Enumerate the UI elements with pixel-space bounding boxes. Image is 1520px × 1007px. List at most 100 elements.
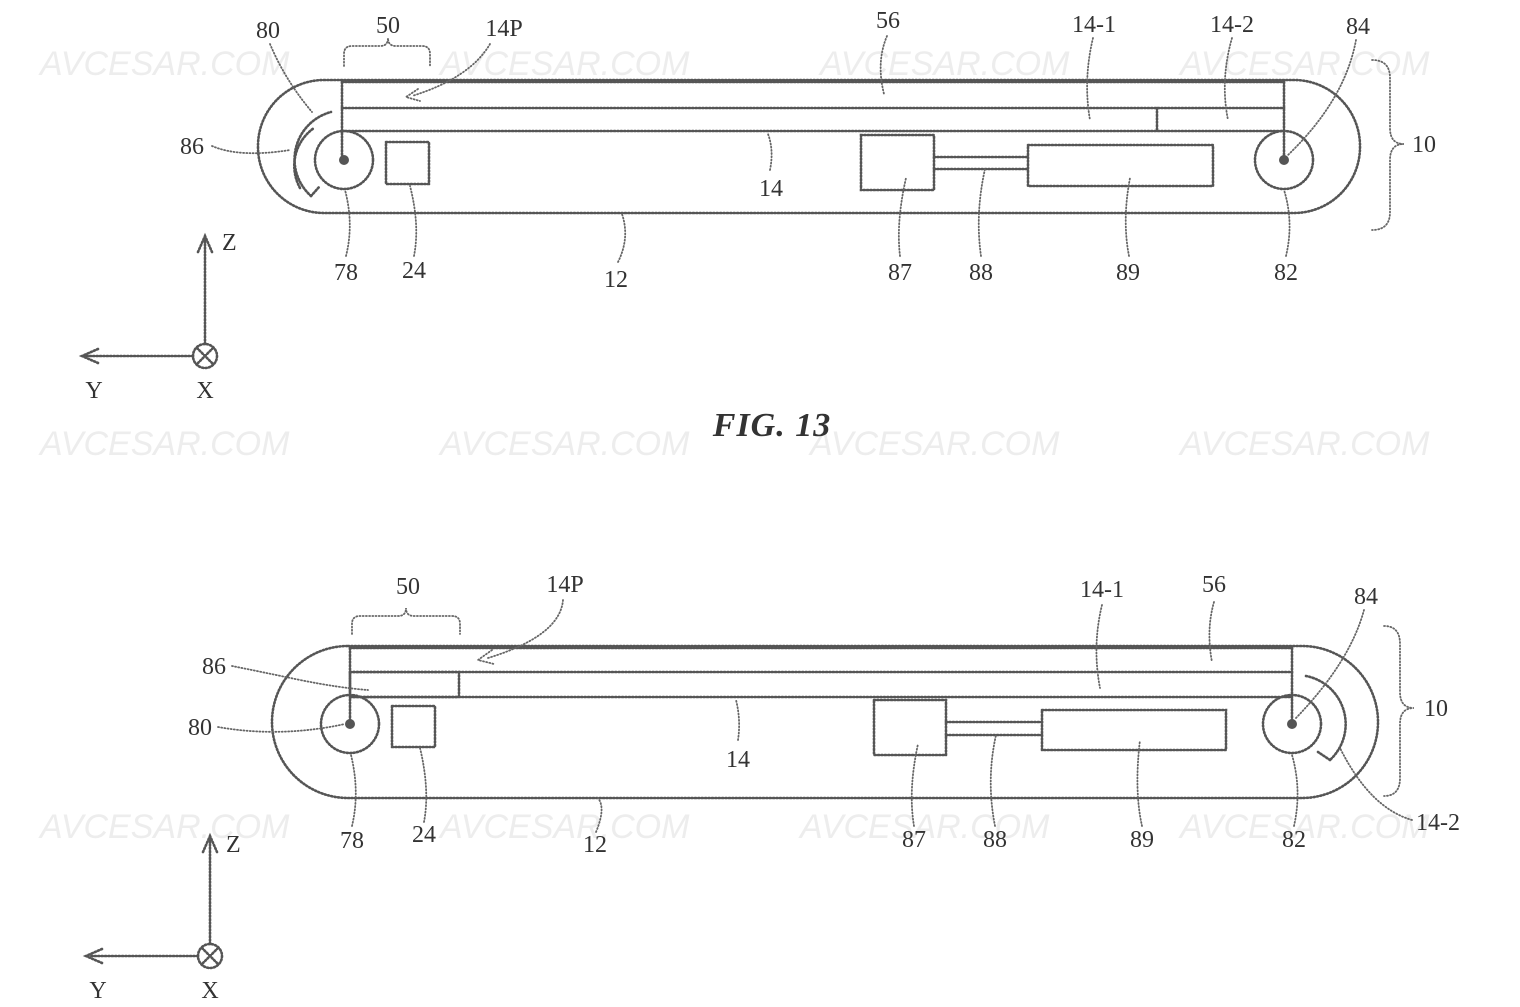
axis-triad: Z Y X — [82, 832, 241, 1004]
leader-14p — [487, 599, 564, 659]
ref-label-56: 56 — [876, 8, 900, 34]
ref-label-12: 12 — [583, 832, 607, 858]
ref-label-10: 10 — [1424, 696, 1448, 722]
ref-label-84: 84 — [1354, 584, 1378, 610]
watermark-text: AVCESAR.COM — [38, 808, 290, 846]
housing-12-outline — [256, 78, 1362, 215]
component-87 — [859, 133, 936, 192]
leader-14 — [735, 699, 741, 741]
roller-axle-80 — [339, 155, 349, 165]
component-24 — [390, 704, 437, 749]
roller-axle-84 — [1279, 155, 1289, 165]
ref-label-78: 78 — [334, 260, 358, 286]
leader-87 — [897, 177, 907, 257]
watermark-text: AVCESAR.COM — [438, 808, 690, 846]
y-axis-arrowhead — [78, 347, 100, 365]
watermark-text: AVCESAR.COM — [808, 425, 1060, 463]
watermark-text: AVCESAR.COM — [438, 45, 690, 83]
ref-label-84: 84 — [1346, 14, 1370, 40]
ref-label-86: 86 — [180, 134, 204, 160]
roller-78 — [319, 693, 381, 755]
ref-label-50: 50 — [396, 574, 420, 600]
axis-label-x: X — [196, 378, 213, 404]
figure-13: 80 50 14P 56 14-1 14-2 84 86 14 10 78 24… — [78, 8, 1436, 444]
ref-label-80: 80 — [256, 18, 280, 44]
axis-label-z: Z — [226, 832, 241, 858]
roller-82 — [1253, 129, 1315, 191]
ref-label-87: 87 — [902, 827, 926, 853]
ref-label-12: 12 — [604, 267, 628, 293]
ref-label-89: 89 — [1130, 827, 1154, 853]
ref-label-80: 80 — [188, 715, 212, 741]
leader-80 — [217, 723, 346, 733]
axis-label-y: Y — [85, 378, 102, 404]
ref-label-82: 82 — [1282, 827, 1306, 853]
leader-12 — [595, 797, 603, 833]
leader-14-2 — [1223, 37, 1233, 121]
component-24 — [384, 140, 431, 186]
figure-14: 50 14P 14-1 56 84 86 80 10 14 78 24 12 8… — [82, 572, 1460, 1004]
leader-89 — [1136, 739, 1143, 827]
ref-label-14-2: 14-2 — [1416, 810, 1460, 836]
bracket-10 — [1371, 59, 1405, 231]
x-axis-cross — [195, 346, 215, 366]
bracket-50 — [343, 37, 431, 67]
ref-label-10: 10 — [1412, 132, 1436, 158]
leader-80 — [269, 43, 313, 113]
ref-label-14-1: 14-1 — [1080, 577, 1124, 603]
ref-label-14-2: 14-2 — [1210, 12, 1254, 38]
rolled-display-14-2 — [1304, 674, 1347, 762]
leader-84 — [1287, 39, 1357, 156]
ref-label-14p: 14P — [546, 572, 583, 598]
watermark-text: AVCESAR.COM — [38, 45, 290, 83]
leader-88 — [977, 168, 986, 257]
leader-88 — [989, 734, 997, 827]
leader-87 — [910, 743, 919, 827]
ref-label-14p: 14P — [485, 16, 522, 42]
ref-label-14-1: 14-1 — [1072, 12, 1116, 38]
x-axis-into-page-icon — [191, 342, 219, 370]
x-axis-cross — [200, 946, 220, 966]
watermark-text: AVCESAR.COM — [1178, 808, 1430, 846]
bracket-10 — [1383, 625, 1415, 797]
component-89 — [1040, 708, 1228, 752]
x-axis-into-page-icon — [196, 942, 224, 970]
leader-82 — [1291, 754, 1299, 827]
leader-86 — [231, 665, 369, 691]
roller-axle-84 — [1287, 719, 1297, 729]
ref-label-24: 24 — [412, 822, 436, 848]
leader-78 — [344, 189, 351, 257]
axis-label-y: Y — [89, 978, 106, 1004]
leader-82 — [1283, 189, 1291, 257]
ref-label-14: 14 — [726, 747, 750, 773]
z-axis-arrowhead — [201, 832, 219, 854]
axis-triad: Z Y X — [78, 230, 237, 404]
ref-label-82: 82 — [1274, 260, 1298, 286]
leader-84 — [1295, 609, 1365, 719]
ref-label-24: 24 — [402, 258, 426, 284]
leader-14 — [767, 133, 773, 171]
ref-label-87: 87 — [888, 260, 912, 286]
ref-label-88: 88 — [969, 260, 993, 286]
rolled-display-14-2-end — [1316, 750, 1332, 762]
z-axis-arrowhead — [196, 232, 214, 254]
watermark-text: AVCESAR.COM — [1178, 425, 1430, 463]
roller-82 — [1261, 693, 1323, 755]
arrowhead-14p — [475, 649, 495, 665]
ref-label-14: 14 — [759, 176, 783, 202]
component-87 — [872, 698, 948, 757]
ref-label-50: 50 — [376, 13, 400, 39]
figure-caption: FIG. 13 — [712, 407, 831, 444]
leader-56 — [1208, 601, 1215, 663]
y-axis-arrowhead — [82, 947, 104, 965]
leader-14p — [411, 43, 491, 97]
watermark-text: AVCESAR.COM — [798, 808, 1050, 846]
leader-14-2 — [1339, 747, 1413, 821]
rolled-display-86 — [293, 110, 333, 198]
leader-24 — [419, 747, 428, 823]
watermark-layer: AVCESAR.COM AVCESAR.COM AVCESAR.COM AVCE… — [38, 45, 1430, 846]
component-89 — [1026, 143, 1215, 188]
watermark-text: AVCESAR.COM — [818, 45, 1070, 83]
bracket-50 — [351, 607, 461, 635]
